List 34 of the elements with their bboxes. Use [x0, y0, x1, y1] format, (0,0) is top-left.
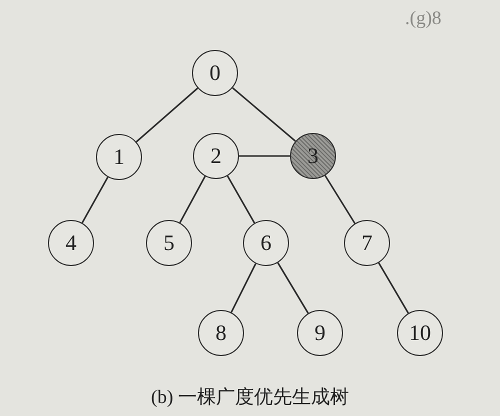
hatched-node-circle [290, 133, 336, 179]
node-circle [192, 50, 238, 96]
node-circle [243, 220, 289, 266]
tree-edge [226, 176, 256, 224]
node-number: 4 [66, 232, 76, 254]
node-circle [198, 310, 244, 356]
tree-edge [277, 262, 309, 314]
node-circle [48, 220, 94, 266]
node-circle [397, 310, 443, 356]
node-circle [96, 134, 142, 180]
tree-edge [232, 87, 296, 142]
tree-edge [324, 175, 356, 224]
node-circle [297, 310, 343, 356]
node-number: 0 [210, 62, 220, 84]
tree-edge [82, 176, 108, 224]
tree-edge [378, 262, 409, 314]
node-number: 2 [210, 145, 222, 167]
tree-edge [179, 176, 206, 224]
page-text: .(g)8 [405, 8, 442, 30]
node-number: 3 [308, 145, 318, 167]
node-number: 10 [409, 322, 431, 344]
node-circle [146, 220, 192, 266]
node-number: 1 [114, 146, 124, 168]
node-number: 5 [164, 232, 174, 254]
node-number: 6 [260, 232, 272, 254]
node-circle [344, 220, 390, 266]
node-number: 9 [314, 322, 326, 344]
node-circle [193, 133, 239, 179]
node-number: 7 [362, 232, 372, 254]
tree-edge [136, 88, 198, 142]
node-number: 8 [216, 322, 226, 344]
tree-edge [239, 155, 290, 157]
figure-caption: (b) 一棵广度优先生成树 [151, 386, 349, 410]
tree-edge [230, 263, 256, 313]
